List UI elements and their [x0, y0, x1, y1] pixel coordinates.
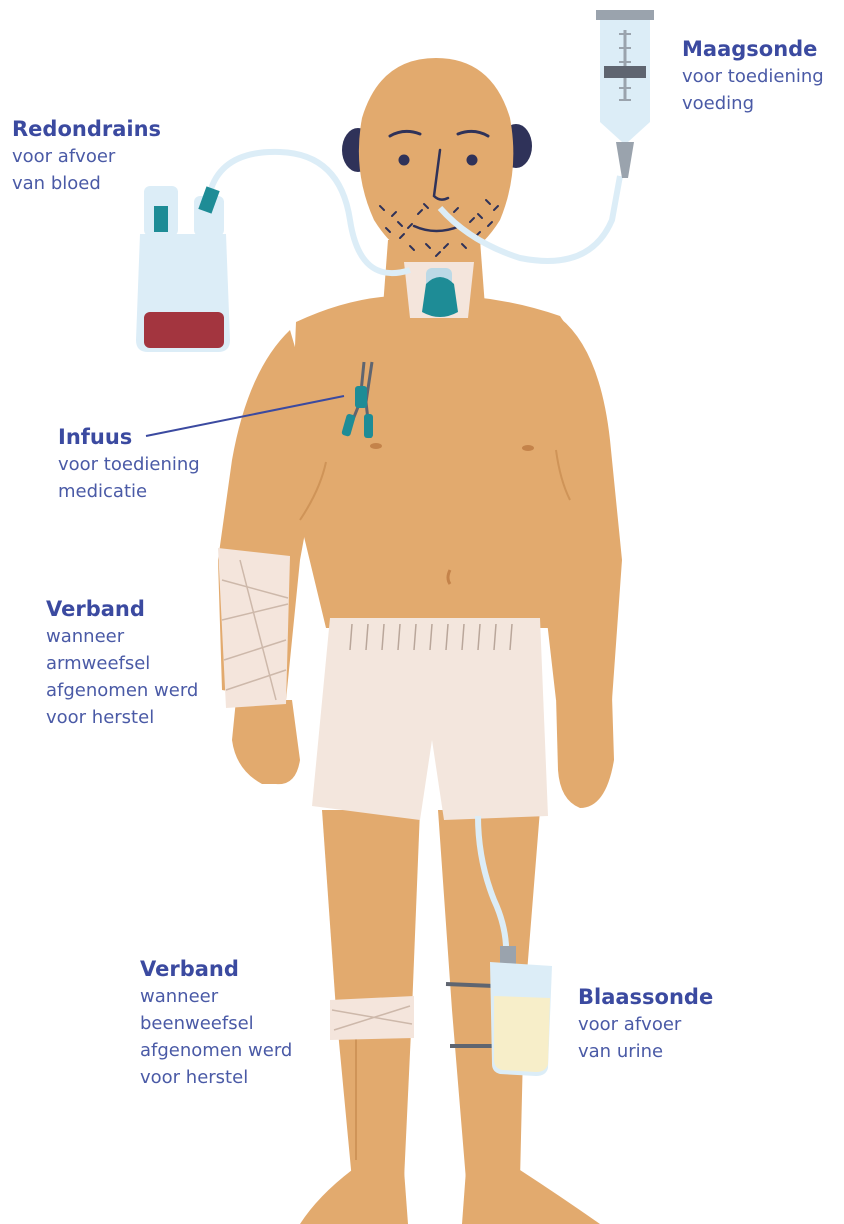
label-redondrains: Redondrains voor afvoer van bloed: [12, 116, 161, 197]
shorts: [312, 618, 548, 820]
label-blaassonde-line: van urine: [578, 1038, 713, 1065]
label-verband-been-line: voor herstel: [140, 1064, 292, 1091]
label-verband-been: Verband wanneer beenweefsel afgenomen we…: [140, 956, 292, 1091]
label-maagsonde: Maagsonde voor toediening voeding: [682, 36, 824, 117]
label-verband-arm-line: armweefsel: [46, 650, 198, 677]
label-infuus-line: medicatie: [58, 478, 200, 505]
label-verband-been-line: beenweefsel: [140, 1010, 292, 1037]
label-maagsonde-line: voor toediening: [682, 63, 824, 90]
label-blaassonde-line: voor afvoer: [578, 1011, 713, 1038]
arm-bandage: [218, 548, 290, 708]
label-blaassonde-title: Blaassonde: [578, 984, 713, 1011]
label-maagsonde-title: Maagsonde: [682, 36, 824, 63]
label-verband-arm: Verband wanneer armweefsel afgenomen wer…: [46, 596, 198, 731]
label-verband-been-line: afgenomen werd: [140, 1037, 292, 1064]
right-hand: [556, 696, 614, 808]
label-verband-arm-title: Verband: [46, 596, 198, 623]
label-infuus: Infuus voor toediening medicatie: [58, 424, 200, 505]
leg-bandage: [330, 996, 414, 1040]
left-foot: [300, 1170, 408, 1224]
label-redondrains-title: Redondrains: [12, 116, 161, 143]
label-blaassonde: Blaassonde voor afvoer van urine: [578, 984, 713, 1065]
left-hand: [232, 700, 300, 784]
label-maagsonde-line: voeding: [682, 90, 824, 117]
right-foot: [462, 1170, 600, 1224]
label-verband-been-line: wanneer: [140, 983, 292, 1010]
urine-fill: [494, 996, 550, 1072]
label-infuus-line: voor toediening: [58, 451, 200, 478]
head: [342, 58, 532, 262]
tracheostomy-device: [404, 262, 474, 318]
label-redondrains-line: voor afvoer: [12, 143, 161, 170]
label-verband-arm-line: voor herstel: [46, 704, 198, 731]
label-infuus-title: Infuus: [58, 424, 200, 451]
right-nipple: [522, 445, 534, 451]
torso: [292, 295, 587, 628]
right-eye: [467, 155, 478, 166]
label-verband-arm-line: wanneer: [46, 623, 198, 650]
left-leg: [322, 810, 420, 1180]
left-nipple: [370, 443, 382, 449]
label-verband-arm-line: afgenomen werd: [46, 677, 198, 704]
label-verband-been-title: Verband: [140, 956, 292, 983]
label-redondrains-line: van bloed: [12, 170, 161, 197]
drain-blood: [144, 312, 224, 348]
left-eye: [399, 155, 410, 166]
